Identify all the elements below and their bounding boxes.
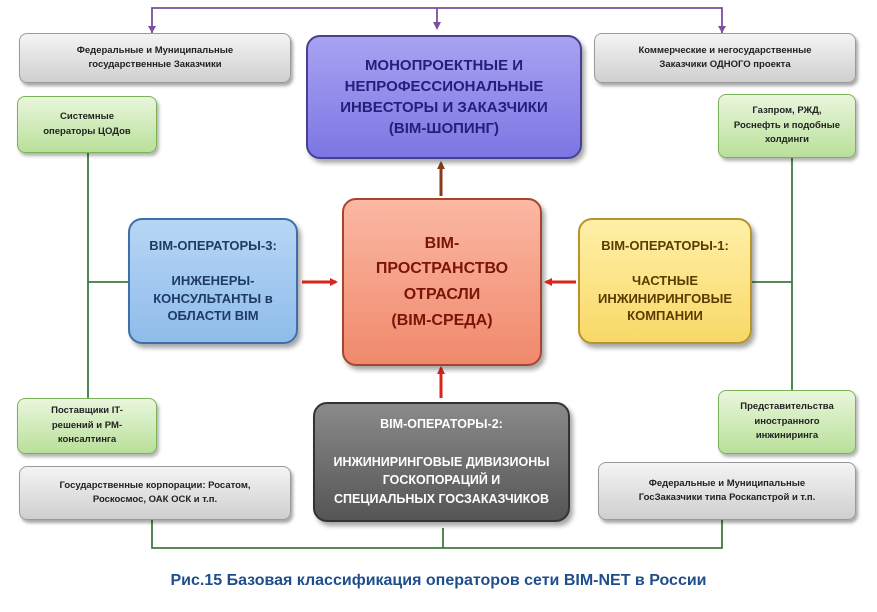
grey-box-federal-customers: Федеральные и Муниципальные государствен…	[19, 33, 291, 83]
bim-operators-1-label: BIM-ОПЕРАТОРЫ-1: ЧАСТНЫЕ ИНЖИНИРИНГОВЫЕ …	[597, 238, 733, 324]
purple-tick-right	[718, 26, 726, 33]
bim-operators-3-label: BIM-ОПЕРАТОРЫ-3: ИНЖЕНЕРЫ- КОНСУЛЬТАНТЫ …	[149, 238, 277, 324]
green-box-holdings: Газпром, РЖД, Роснефть и подобные холдин…	[718, 94, 856, 158]
grey-box-commercial-customers: Коммерческие и негосударственные Заказчи…	[594, 33, 856, 83]
bim-space-center-box: BIM- ПРОСТРАНСТВО ОТРАСЛИ (BIM-СРЕДА)	[342, 198, 542, 366]
green-box-it-suppliers-label: Поставщики IT- решений и PM- консалтинга	[51, 404, 123, 446]
green-box-data-center-operators-label: Системные операторы ЦОДов	[43, 110, 131, 137]
green-box-data-center-operators: Системные операторы ЦОДов	[17, 96, 157, 153]
bim-operators-2-box: BIM-ОПЕРАТОРЫ-2: ИНЖИНИРИНГОВЫЕ ДИВИЗИОН…	[313, 402, 570, 522]
bim-operators-1-box: BIM-ОПЕРАТОРЫ-1: ЧАСТНЫЕ ИНЖИНИРИНГОВЫЕ …	[578, 218, 752, 344]
bim-operators-3-box: BIM-ОПЕРАТОРЫ-3: ИНЖЕНЕРЫ- КОНСУЛЬТАНТЫ …	[128, 218, 298, 344]
grey-box-state-corporations-label: Государственные корпорации: Росатом, Рос…	[59, 480, 251, 505]
top-investors-label: МОНОПРОЕКТНЫЕ И НЕПРОФЕССИОНАЛЬНЫЕ ИНВЕС…	[340, 57, 548, 137]
bim-space-center-label: BIM- ПРОСТРАНСТВО ОТРАСЛИ (BIM-СРЕДА)	[375, 234, 509, 329]
bim-operators-2-label: BIM-ОПЕРАТОРЫ-2: ИНЖИНИРИНГОВЫЕ ДИВИЗИОН…	[333, 417, 550, 507]
grey-box-state-corporations: Государственные корпорации: Росатом, Рос…	[19, 466, 291, 520]
green-box-holdings-label: Газпром, РЖД, Роснефть и подобные холдин…	[733, 104, 841, 146]
green-box-foreign-engineering-label: Представительства иностранного инжинирин…	[740, 400, 834, 442]
grey-box-municipal-gov-customers-label: Федеральные и Муниципальные ГосЗаказчики…	[638, 478, 816, 503]
grey-box-municipal-gov-customers: Федеральные и Муниципальные ГосЗаказчики…	[598, 462, 856, 520]
grey-box-federal-customers-label: Федеральные и Муниципальные государствен…	[76, 45, 234, 70]
grey-box-commercial-customers-label: Коммерческие и негосударственные Заказчи…	[638, 45, 812, 70]
green-box-it-suppliers: Поставщики IT- решений и PM- консалтинга	[17, 398, 157, 454]
green-box-foreign-engineering: Представительства иностранного инжинирин…	[718, 390, 856, 454]
top-investors-box: МОНОПРОЕКТНЫЕ И НЕПРОФЕССИОНАЛЬНЫЕ ИНВЕС…	[306, 35, 582, 159]
green-connector-bottom	[151, 520, 723, 549]
figure-caption: Рис.15 Базовая классификация операторов …	[170, 572, 707, 589]
purple-tick-left	[148, 26, 156, 33]
